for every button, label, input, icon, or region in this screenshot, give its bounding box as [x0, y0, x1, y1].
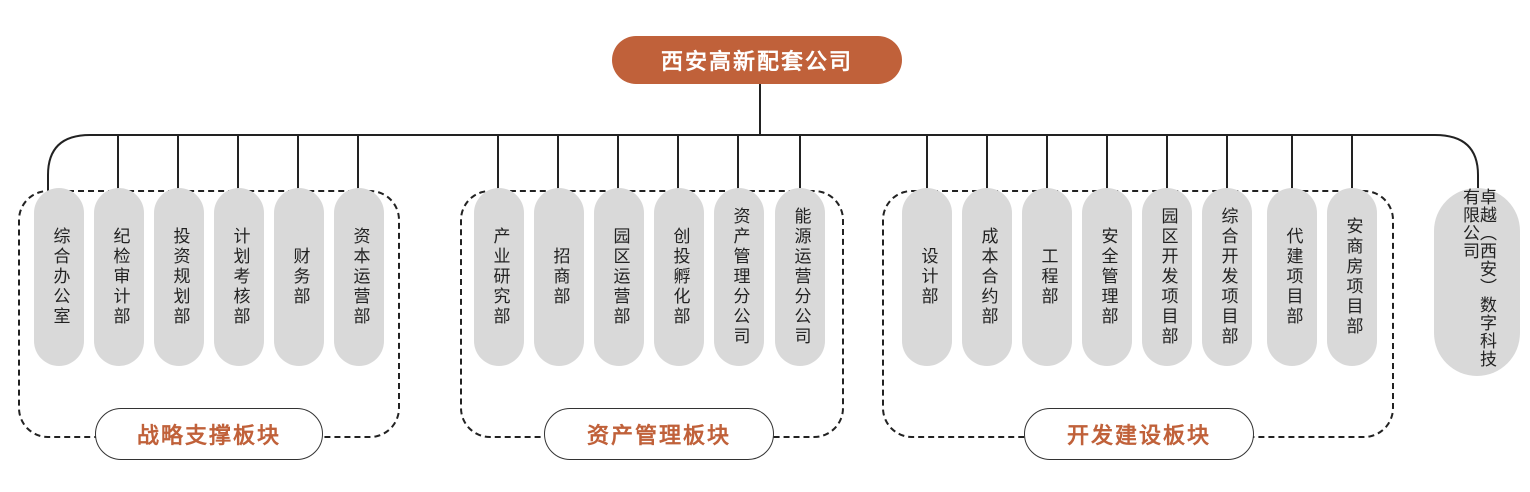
dept-investment-promotion: 招商部 — [534, 188, 584, 366]
dept-investment-planning: 投资规划部 — [154, 188, 204, 366]
dept-label: 综合开发项目部 — [1217, 207, 1238, 347]
dept-label: 卓越（西安）数字科技有限公司 — [1459, 188, 1496, 368]
dept-label: 资本运营部 — [349, 227, 370, 327]
dept-comprehensive-development-project: 综合开发项目部 — [1202, 188, 1252, 366]
dept-label: 产业研究部 — [489, 227, 510, 327]
dept-cost-contract: 成本合约部 — [962, 188, 1012, 366]
root-node: 西安高新配套公司 — [612, 36, 902, 84]
dept-label: 工程部 — [1037, 247, 1058, 307]
dept-general-office: 综合办公室 — [34, 188, 84, 366]
dept-label: 能源运营分公司 — [790, 207, 811, 347]
dept-label: 代建项目部 — [1282, 227, 1303, 327]
dept-industry-research: 产业研究部 — [474, 188, 524, 366]
dept-label: 园区运营部 — [609, 227, 630, 327]
dept-label: 园区开发项目部 — [1157, 207, 1178, 347]
dept-label: 财务部 — [289, 247, 310, 307]
dept-label: 投资规划部 — [169, 227, 190, 327]
dept-plan-assessment: 计划考核部 — [214, 188, 264, 366]
dept-label: 资产管理分公司 — [729, 207, 750, 347]
dept-engineering: 工程部 — [1022, 188, 1072, 366]
dept-asset-management-branch: 资产管理分公司 — [714, 188, 764, 366]
trunk-line — [47, 134, 1479, 190]
dept-label: 综合办公室 — [49, 227, 70, 327]
dept-finance: 财务部 — [274, 188, 324, 366]
dept-label: 创投孵化部 — [669, 227, 690, 327]
dept-label: 设计部 — [917, 247, 938, 307]
dept-label: 纪检审计部 — [109, 227, 130, 327]
dept-energy-operation-branch: 能源运营分公司 — [775, 188, 825, 366]
dept-zhuoyue-digital-tech: 卓越（西安）数字科技有限公司 — [1434, 188, 1520, 376]
dept-discipline-audit: 纪检审计部 — [94, 188, 144, 366]
dept-resettlement-housing-project: 安商房项目部 — [1327, 188, 1377, 366]
dept-park-development-project: 园区开发项目部 — [1142, 188, 1192, 366]
group-label-asset: 资产管理板块 — [544, 408, 774, 460]
dept-label: 安商房项目部 — [1342, 217, 1363, 337]
dept-label: 招商部 — [549, 247, 570, 307]
group-label-development: 开发建设板块 — [1024, 408, 1254, 460]
dept-label: 成本合约部 — [977, 227, 998, 327]
dept-venture-incubation: 创投孵化部 — [654, 188, 704, 366]
dept-agent-construction-project: 代建项目部 — [1267, 188, 1317, 366]
dept-capital-operation: 资本运营部 — [334, 188, 384, 366]
dept-park-operation: 园区运营部 — [594, 188, 644, 366]
dept-design: 设计部 — [902, 188, 952, 366]
dept-label: 计划考核部 — [229, 227, 250, 327]
dept-label: 安全管理部 — [1097, 227, 1118, 327]
group-label-strategy: 战略支撑板块 — [95, 408, 323, 460]
dept-safety-management: 安全管理部 — [1082, 188, 1132, 366]
group-box-development — [882, 190, 1394, 438]
